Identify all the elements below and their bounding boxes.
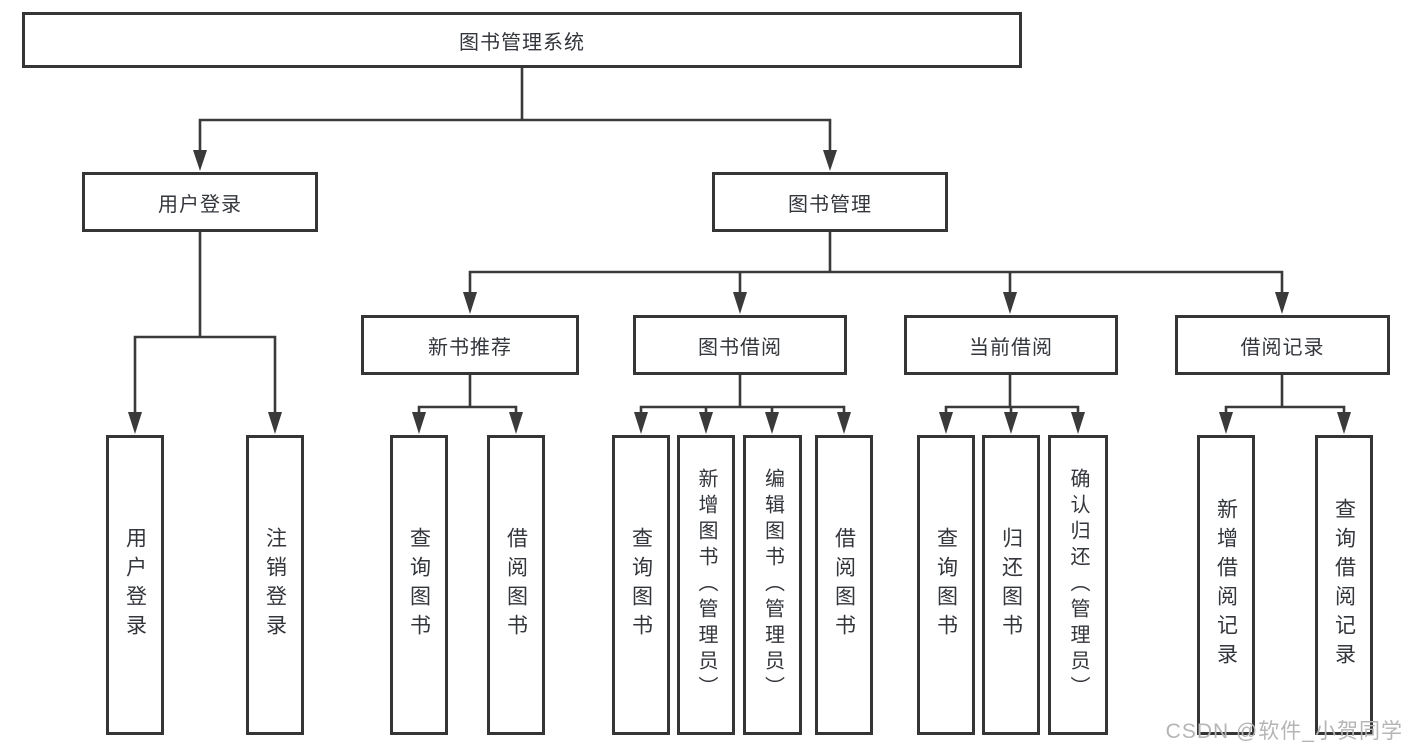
node-current-borrow-label: 当前借阅 [969,336,1053,359]
node-leaf-label: 确认归还（管理员） [1067,468,1089,702]
arrowhead [634,412,648,434]
node-root: 图书管理系统 [22,12,1022,68]
node-leaf-label: 用户登录 [123,527,147,643]
node-leaf-label: 注销登录 [263,527,287,643]
arrowhead [193,150,207,171]
node-leaf-label: 新增图书（管理员） [695,468,717,702]
node-leaf-add-books-admin: 新增图书（管理员） [677,435,735,735]
node-book-management-label: 图书管理 [788,193,872,216]
arrowhead [128,412,142,434]
node-leaf-label: 查询图书 [407,527,431,643]
node-leaf-label: 编辑图书（管理员） [761,468,784,702]
node-leaf-confirm-return-admin: 确认归还（管理员） [1048,435,1108,735]
node-new-book-recommend: 新书推荐 [361,315,579,375]
node-leaf-add-borrow-record: 新增借阅记录 [1197,435,1255,735]
arrowhead [837,412,851,434]
node-leaf-query-books-3: 查询图书 [917,435,975,735]
node-leaf-logout: 注销登录 [246,435,304,735]
csdn-watermark: CSDN @软件_小贺同学 [1165,720,1403,743]
arrowhead [733,292,747,314]
arrowhead [509,412,523,434]
arrowhead [939,412,953,434]
arrowhead [1219,412,1233,434]
node-leaf-return-books: 归还图书 [982,435,1040,735]
node-leaf-edit-books-admin: 编辑图书（管理员） [743,435,802,735]
node-book-borrow: 图书借阅 [633,315,847,375]
node-borrow-records-label: 借阅记录 [1240,336,1325,359]
arrowhead [1003,292,1017,314]
node-leaf-label: 查询借阅记录 [1332,498,1356,672]
node-leaf-label: 借阅图书 [504,527,528,643]
node-current-borrow: 当前借阅 [904,315,1118,375]
arrowhead [412,412,426,434]
node-leaf-label: 归还图书 [999,527,1023,643]
arrowhead [463,292,477,314]
arrowhead [1071,412,1085,434]
node-leaf-label: 查询图书 [934,527,958,643]
node-leaf-user-login: 用户登录 [106,435,164,735]
arrowhead [823,150,837,171]
node-user-login-label: 用户登录 [158,193,242,216]
arrowhead [699,412,713,434]
node-leaf-query-borrow-record: 查询借阅记录 [1315,435,1373,735]
node-leaf-query-books-1: 查询图书 [390,435,448,735]
node-leaf-label: 新增借阅记录 [1214,498,1238,672]
arrowhead [268,412,282,434]
node-leaf-borrow-books-1: 借阅图书 [487,435,545,735]
node-user-login: 用户登录 [82,172,318,232]
arrowhead [1004,412,1018,434]
arrowhead [1337,412,1351,434]
node-leaf-label: 借阅图书 [832,527,856,643]
node-book-management: 图书管理 [712,172,948,232]
node-root-label: 图书管理系统 [459,31,585,54]
node-leaf-label: 查询图书 [629,527,653,643]
arrowhead [765,412,779,434]
arrowhead [1275,292,1289,314]
node-leaf-query-books-2: 查询图书 [612,435,670,735]
node-book-borrow-label: 图书借阅 [698,336,782,359]
node-leaf-borrow-books-2: 借阅图书 [815,435,873,735]
node-new-book-recommend-label: 新书推荐 [428,336,512,359]
node-borrow-records: 借阅记录 [1175,315,1390,375]
